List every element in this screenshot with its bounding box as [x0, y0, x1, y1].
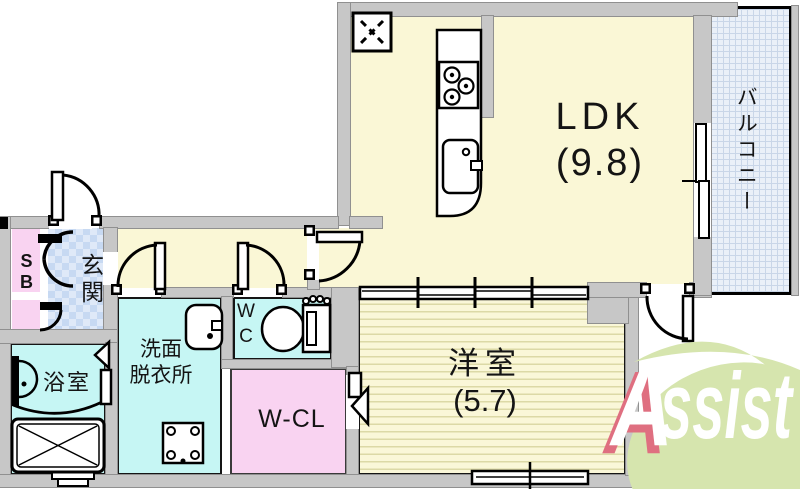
hall-ldk-door	[304, 225, 364, 283]
washroom-door	[111, 241, 167, 295]
room-balcony	[708, 6, 792, 295]
wall-stub-top	[349, 216, 383, 229]
wcl-label: W-CL	[258, 405, 326, 433]
washbasin	[184, 303, 224, 351]
wall-end-cap	[0, 217, 8, 229]
wall-wc-bottom	[221, 359, 348, 369]
toilet	[260, 295, 332, 354]
exhaust-fan-icon	[351, 11, 393, 53]
wall-bath-wash	[105, 342, 118, 478]
room-walk-in-closet	[230, 368, 347, 475]
entrance-cabinet	[12, 300, 40, 330]
shoe-box-line1: S	[20, 251, 33, 271]
wall-wc-right	[331, 287, 359, 368]
wall-kitchen-stub	[481, 15, 494, 118]
western-bottom-window	[470, 462, 590, 489]
ldk-se-opening	[647, 284, 685, 297]
wall-hall-bottom-b	[282, 287, 361, 298]
western-room-label: 洋室 (5.7)	[405, 345, 565, 419]
wall-wash-wc	[221, 296, 233, 368]
wall-entry-left	[0, 216, 51, 229]
wall-western-notch	[587, 296, 629, 324]
wall-left-exterior	[0, 216, 11, 488]
wall-door-stub	[307, 279, 320, 290]
stove-icon	[437, 60, 480, 110]
entrance-door	[48, 170, 102, 226]
ldk-name: LDK	[555, 96, 645, 138]
wall-entrance-bottom	[0, 329, 118, 344]
ldk-size: (9.8)	[555, 141, 645, 184]
balcony-window	[682, 123, 710, 239]
wc-door	[232, 241, 287, 295]
shoe-box-label: S B	[14, 251, 39, 292]
entrance-label: 玄関	[77, 253, 104, 307]
bathtub	[10, 417, 106, 474]
room-ldk	[350, 16, 694, 288]
washroom-line2: 脱衣所	[129, 364, 193, 388]
wall-ldk-left	[337, 2, 351, 226]
shoe-box	[12, 228, 40, 292]
balcony-label: バルコニー	[734, 86, 758, 216]
shoe-box-line2: B	[20, 271, 33, 292]
western-room-size: (5.7)	[453, 383, 517, 419]
washing-machine-pan	[161, 421, 205, 465]
bathroom-label: 浴室	[42, 370, 91, 395]
western-room-name: 洋室	[448, 346, 522, 381]
wc-line2: C	[239, 325, 253, 347]
room-entrance	[48, 228, 104, 330]
western-sliding-door	[358, 277, 590, 308]
washroom-label: 洗面 脱衣所	[116, 337, 206, 390]
washroom-line1: 洗面	[140, 338, 182, 361]
wc-line1: W	[237, 301, 255, 322]
wcl-folding-door	[347, 371, 370, 428]
wall-hall-bottom-a	[161, 287, 234, 298]
wc-label: W C	[234, 300, 258, 349]
sink-icon	[441, 138, 483, 195]
room-western	[358, 288, 626, 475]
wall-entry-right	[99, 216, 339, 229]
wall-wcl-right-b	[346, 425, 359, 478]
ldk-label: LDK (9.8)	[530, 95, 670, 186]
bathroom-door	[12, 339, 113, 415]
ldk-se-door	[640, 283, 695, 343]
wall-top	[344, 2, 738, 17]
shoe-box-door-arcs	[38, 230, 74, 332]
entrance-hall-opening	[103, 252, 118, 285]
wall-balcony-right-trim	[791, 5, 799, 296]
wall-ldk-se-a	[587, 282, 647, 298]
